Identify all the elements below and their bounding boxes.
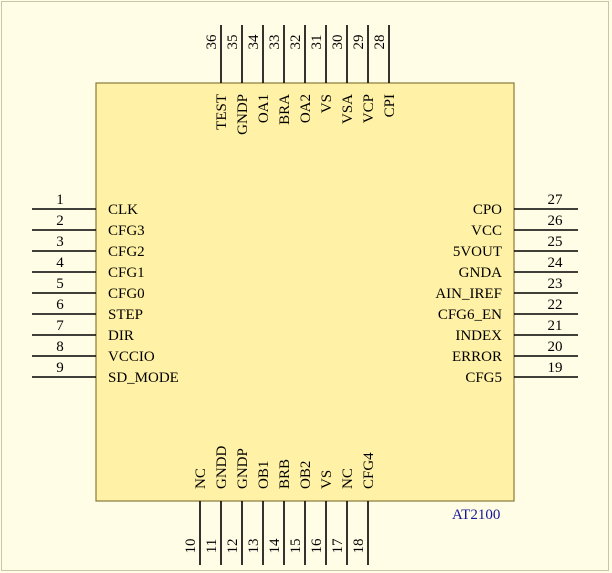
pin-5-number: 5 xyxy=(56,276,64,292)
pin-7-number: 7 xyxy=(56,318,64,334)
pin-2-name: CFG3 xyxy=(108,223,145,239)
pin-13-number: 13 xyxy=(246,539,262,554)
pin-1-number: 1 xyxy=(56,192,64,208)
pin-24-name: GNDA xyxy=(459,265,502,281)
pin-12-name: GNDP xyxy=(235,448,251,489)
pin-10-number: 10 xyxy=(183,539,199,554)
pin-28-name: CPI xyxy=(382,94,398,117)
pin-2-number: 2 xyxy=(56,213,64,229)
pin-28-number: 28 xyxy=(372,35,388,50)
pin-30-name: VSA xyxy=(340,94,356,124)
pin-27-name: CPO xyxy=(473,202,502,218)
pin-14-name: BRB xyxy=(277,459,293,489)
pin-15-number: 15 xyxy=(288,539,304,554)
pin-21-number: 21 xyxy=(548,318,563,334)
pin-32-number: 32 xyxy=(288,35,304,50)
pin-4-name: CFG1 xyxy=(108,265,145,281)
pin-22-number: 22 xyxy=(548,297,563,313)
pin-13-name: OB1 xyxy=(256,461,272,489)
pin-31-number: 31 xyxy=(309,35,325,50)
pin-34-number: 34 xyxy=(246,34,262,50)
pin-10-name: NC xyxy=(193,468,209,489)
pin-24-number: 24 xyxy=(548,255,564,271)
pin-23-name: AIN_IREF xyxy=(435,286,502,302)
pin-31-name: VS xyxy=(319,94,335,113)
pin-18-number: 18 xyxy=(351,539,367,554)
pin-16-name: VS xyxy=(319,470,335,489)
part-name-label: AT2100 xyxy=(452,507,500,523)
pin-9-number: 9 xyxy=(56,360,64,376)
pin-6-number: 6 xyxy=(56,297,64,313)
pin-12-number: 12 xyxy=(225,539,241,554)
pin-21-name: INDEX xyxy=(455,328,502,344)
pin-9-name: SD_MODE xyxy=(108,370,179,386)
pin-16-number: 16 xyxy=(309,538,325,554)
pin-32-name: OA2 xyxy=(298,94,314,123)
pin-8-number: 8 xyxy=(56,339,64,355)
pin-33-name: BRA xyxy=(277,94,293,125)
pin-29-name: VCP xyxy=(361,94,377,123)
pin-14-number: 14 xyxy=(267,538,283,554)
pin-15-name: OB2 xyxy=(298,461,314,489)
pin-3-number: 3 xyxy=(56,234,64,250)
pin-20-name: ERROR xyxy=(452,349,502,365)
pin-22-name: CFG6_EN xyxy=(438,307,502,323)
pin-8-name: VCCIO xyxy=(108,349,155,365)
pin-36-number: 36 xyxy=(204,34,220,50)
pin-5-name: CFG0 xyxy=(108,286,145,302)
pin-35-number: 35 xyxy=(225,35,241,50)
pin-26-number: 26 xyxy=(548,213,564,229)
pin-11-number: 11 xyxy=(204,539,220,553)
pin-19-number: 19 xyxy=(548,360,563,376)
pin-6-name: STEP xyxy=(108,307,143,323)
pin-19-name: CFG5 xyxy=(465,370,502,386)
pin-3-name: CFG2 xyxy=(108,244,145,260)
pin-29-number: 29 xyxy=(351,35,367,50)
pin-20-number: 20 xyxy=(548,339,563,355)
pin-7-name: DIR xyxy=(108,328,134,344)
pin-4-number: 4 xyxy=(56,255,64,271)
pin-1-name: CLK xyxy=(108,202,138,218)
pin-17-number: 17 xyxy=(330,538,346,554)
pin-30-number: 30 xyxy=(330,35,346,50)
pin-36-name: TEST xyxy=(214,94,230,130)
pin-33-number: 33 xyxy=(267,35,283,50)
pin-35-name: GNDP xyxy=(235,94,251,135)
pin-25-name: 5VOUT xyxy=(453,244,502,260)
pin-27-number: 27 xyxy=(548,192,564,208)
pin-11-name: GNDD xyxy=(214,446,230,489)
pin-23-number: 23 xyxy=(548,276,563,292)
pin-18-name: CFG4 xyxy=(361,452,377,489)
pin-25-number: 25 xyxy=(548,234,563,250)
pin-34-name: OA1 xyxy=(256,94,272,123)
pin-26-name: VCC xyxy=(471,223,502,239)
pin-17-name: NC xyxy=(340,468,356,489)
